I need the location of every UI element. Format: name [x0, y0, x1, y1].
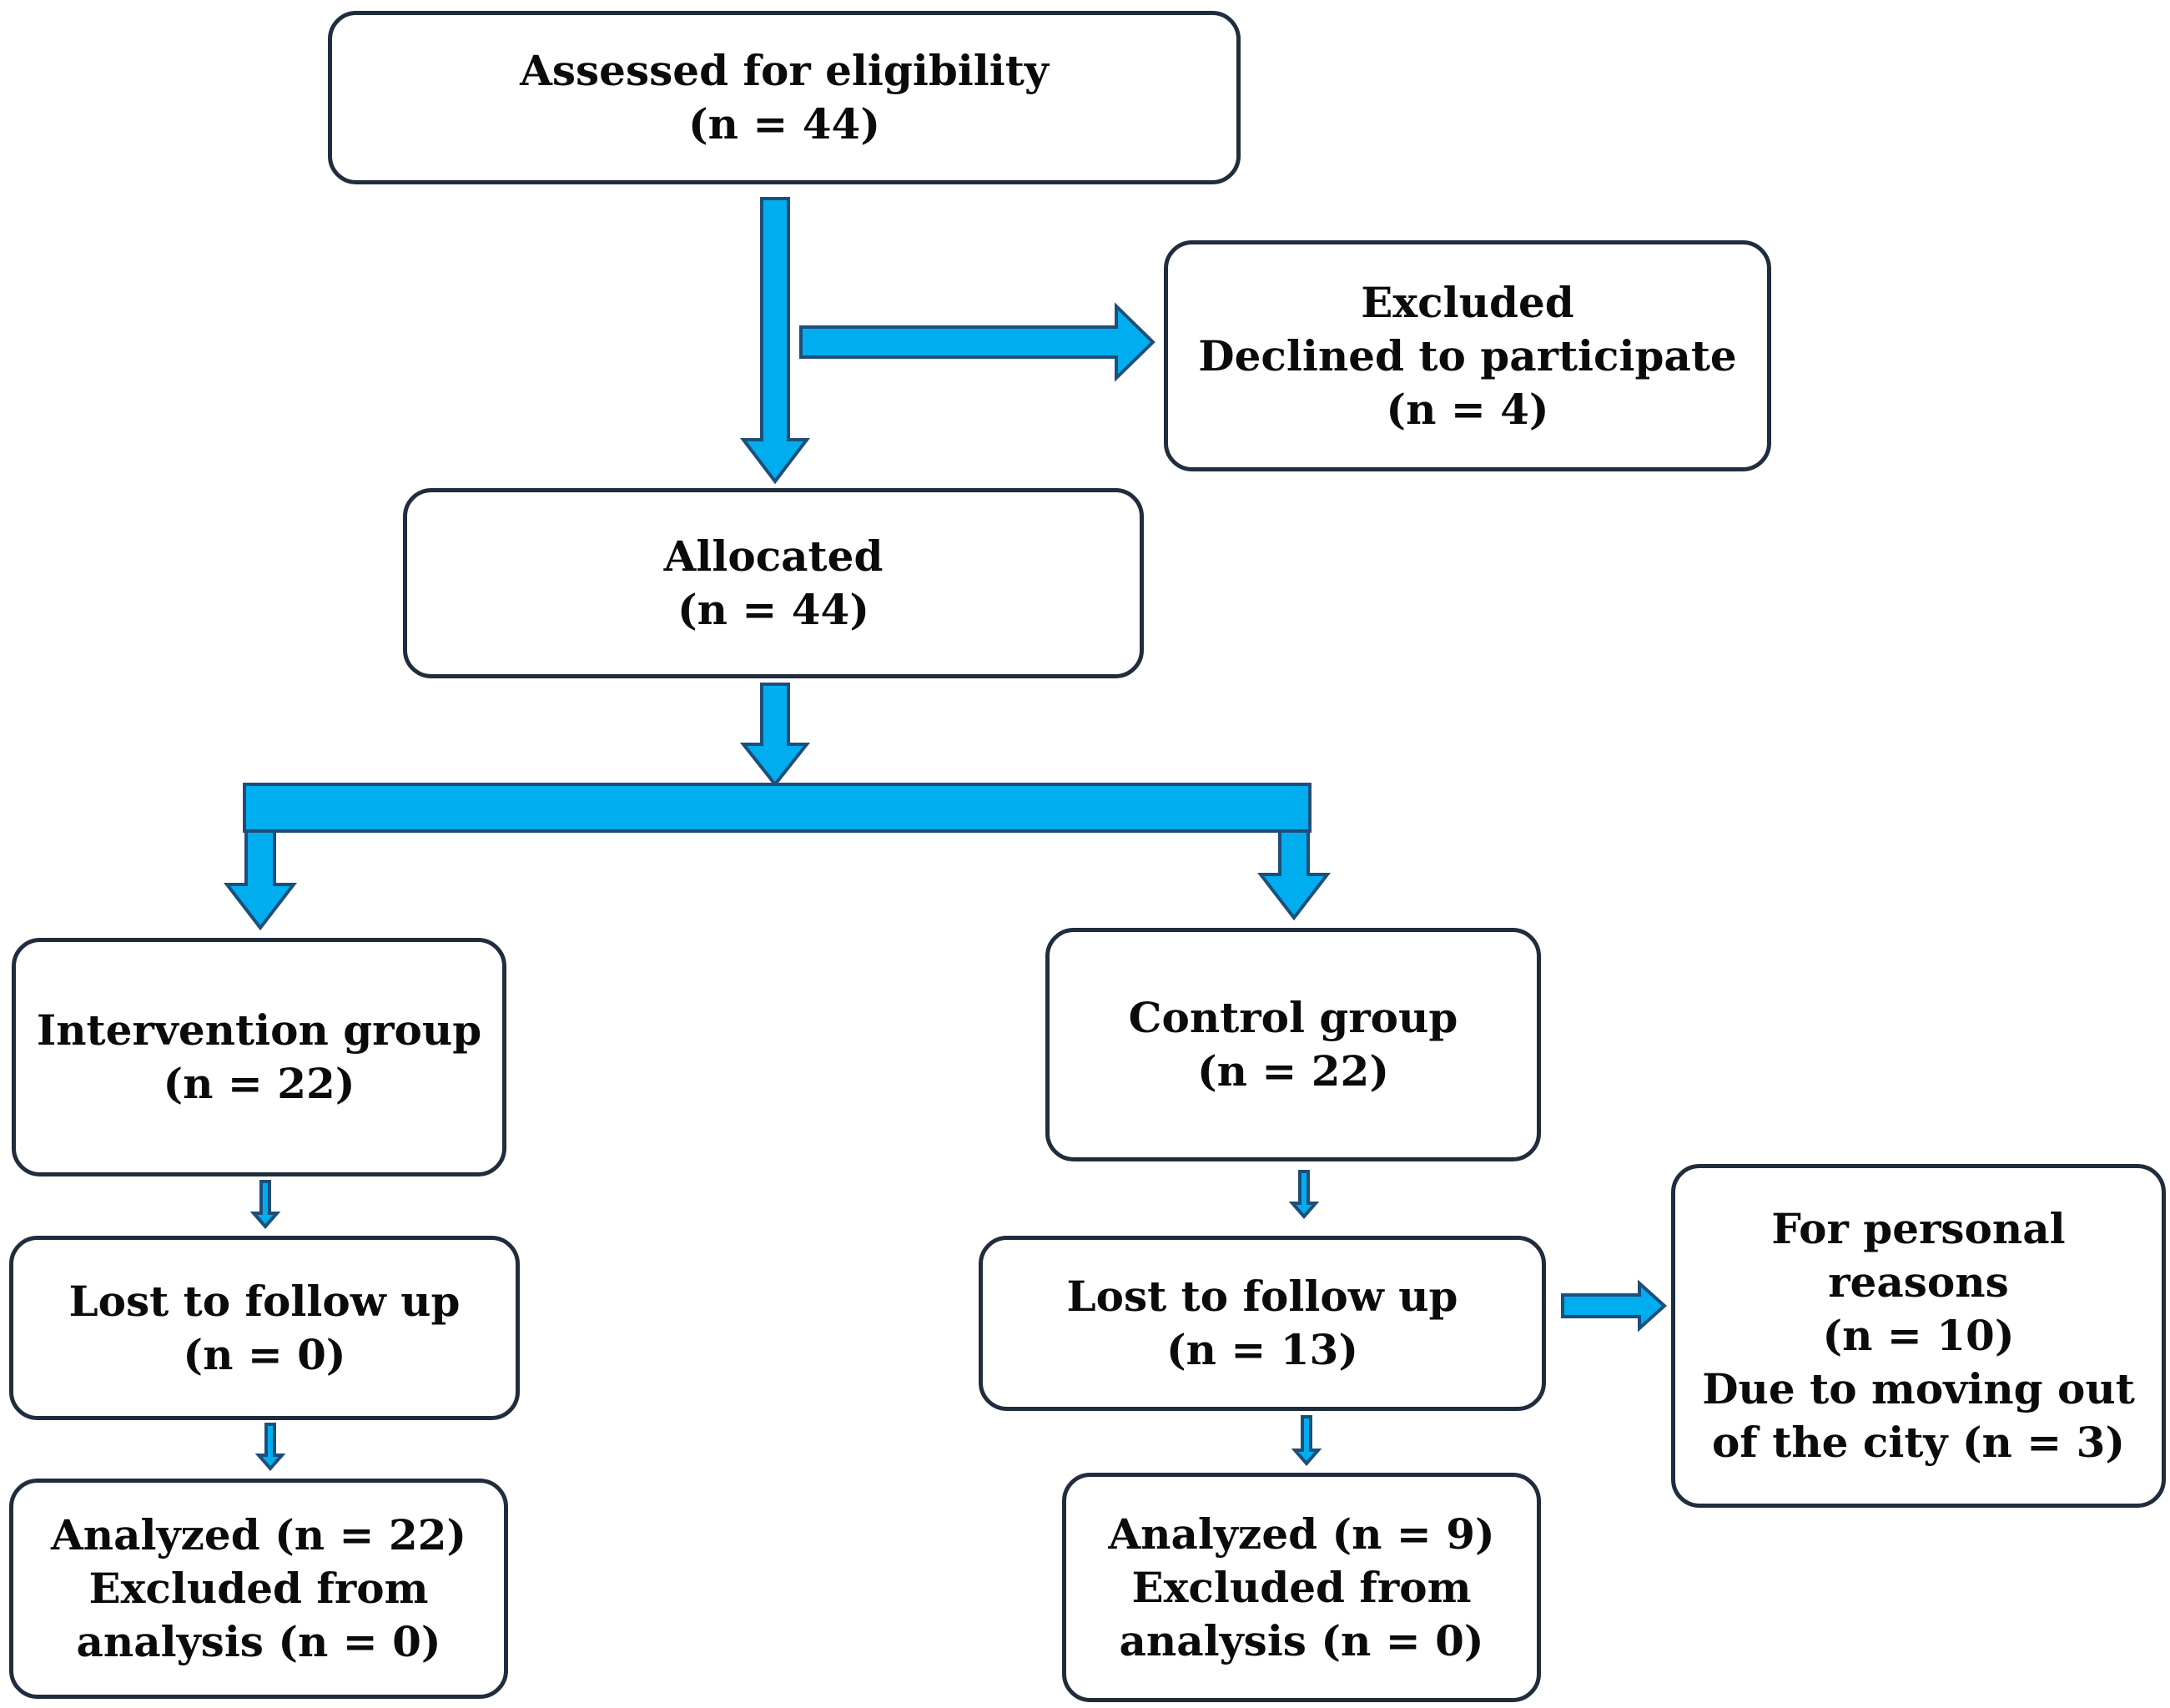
node-line: Declined to participate [1198, 330, 1737, 380]
node-control-group: Control group (n = 22) [1045, 928, 1541, 1161]
node-line: (n = 44) [688, 99, 880, 149]
node-line: Lost to follow up [68, 1276, 461, 1326]
node-line: For personal [1771, 1204, 2066, 1253]
arrow-allocated-to-split [739, 683, 811, 788]
node-line: Control group [1128, 993, 1458, 1042]
node-line: (n = 22) [163, 1059, 355, 1108]
arrow-to-intervention [223, 829, 298, 931]
node-line: of the city (n = 3) [1711, 1418, 2126, 1467]
node-line: Lost to follow up [1066, 1272, 1458, 1321]
node-line: (n = 13) [1166, 1325, 1358, 1374]
node-line: Due to moving out [1702, 1364, 2135, 1413]
arrow-to-control [1256, 829, 1332, 921]
node-analyzed-control: Analyzed (n = 9) Excluded from analysis … [1062, 1473, 1541, 1702]
node-lost-to-follow-up-intervention: Lost to follow up (n = 0) [9, 1236, 520, 1420]
arrow-assessed-to-allocated [739, 197, 811, 485]
node-line: Allocated [663, 532, 884, 581]
node-line: analysis (n = 0) [1119, 1615, 1484, 1665]
node-line: Excluded [1361, 277, 1574, 327]
node-assessed-for-eligibility: Assessed for eligibility (n = 44) [328, 11, 1241, 184]
node-line: (n = 22) [1197, 1046, 1389, 1096]
node-line: Analyzed (n = 9) [1108, 1509, 1495, 1559]
node-allocated: Allocated (n = 44) [403, 488, 1144, 678]
split-bar [243, 783, 1312, 833]
node-lost-to-follow-up-control: Lost to follow up (n = 13) [979, 1236, 1546, 1411]
arrow-to-excluded [799, 302, 1155, 382]
node-line: analysis (n = 0) [76, 1617, 441, 1666]
node-line: Analyzed (n = 22) [50, 1510, 467, 1559]
arrow-control-to-lost [1288, 1170, 1320, 1220]
node-analyzed-intervention: Analyzed (n = 22) Excluded from analysis… [9, 1479, 508, 1699]
node-line: (n = 10) [1822, 1311, 2015, 1360]
arrow-lost-to-reasons [1561, 1279, 1667, 1333]
node-intervention-group: Intervention group (n = 22) [12, 938, 506, 1176]
node-line: (n = 0) [183, 1329, 346, 1379]
node-line: Assessed for eligibility [520, 46, 1049, 95]
node-line: Excluded from [88, 1564, 429, 1613]
node-line: Intervention group [36, 1005, 482, 1055]
node-line: (n = 44) [677, 585, 869, 634]
arrow-lost-to-analyzed-intervention [254, 1423, 286, 1472]
node-excluded: Excluded Declined to participate (n = 4) [1164, 240, 1771, 471]
node-line: (n = 4) [1386, 384, 1549, 434]
node-line: Excluded from [1131, 1562, 1472, 1612]
node-line: reasons [1828, 1257, 2009, 1307]
node-personal-reasons: For personal reasons (n = 10) Due to mov… [1671, 1164, 2166, 1508]
arrow-intervention-to-lost [249, 1180, 281, 1230]
arrow-lost-to-analyzed-control [1291, 1415, 1322, 1467]
